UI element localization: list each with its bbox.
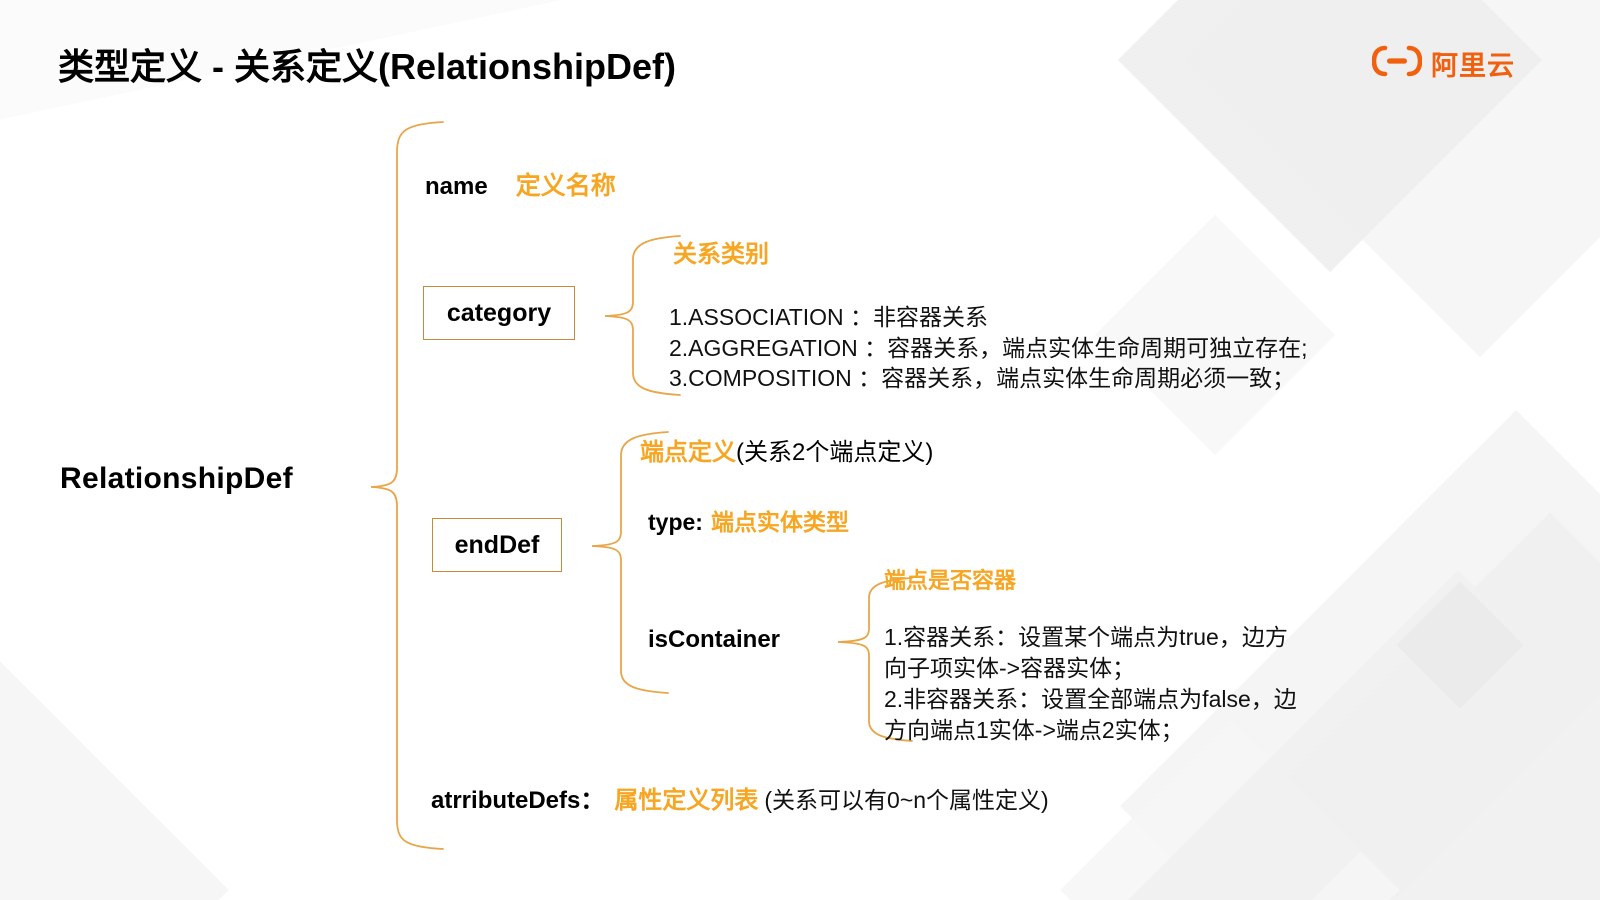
root-node-label: RelationshipDef: [60, 462, 293, 495]
iscontainer-item: 1.容器关系：设置某个端点为true，边方: [884, 624, 1288, 650]
alibaba-cloud-logo: 阿里云: [1371, 44, 1515, 83]
enddef-title-rest: (关系2个端点定义): [736, 439, 934, 466]
field-type-value: 端点实体类型: [710, 509, 849, 535]
field-category-box: category: [423, 286, 575, 340]
enddef-title-highlight: 端点定义: [640, 439, 736, 466]
field-enddef-box: endDef: [432, 518, 562, 572]
field-attributedefs-row: atrributeDefs： 属性定义列表(关系可以有0~n个属性定义): [431, 780, 1049, 815]
iscontainer-item: 2.非容器关系：设置全部端点为false，边: [884, 686, 1297, 713]
alibaba-cloud-bracket-icon: [1371, 45, 1423, 82]
iscontainer-item: 方向端点1实体->端点2实体；: [884, 717, 1184, 744]
category-title: 关系类别: [673, 241, 769, 268]
iscontainer-title: 端点是否容器: [884, 568, 1017, 593]
iscontainer-item-list: 1.容器关系：设置某个端点为true，边方 向子项实体->容器实体； 2.非容器…: [884, 622, 1384, 746]
enddef-title: 端点定义(关系2个端点定义): [640, 432, 933, 467]
field-type-key: type:: [648, 509, 703, 535]
field-attributedefs-key: atrributeDefs：: [431, 787, 605, 814]
field-name-key: name: [425, 173, 488, 200]
category-item: 2.AGGREGATION ：容器关系，端点实体生命周期可独立存在;: [669, 334, 1308, 361]
field-name-row: name 定义名称: [425, 166, 616, 202]
iscontainer-item: 向子项实体->容器实体；: [884, 655, 1136, 682]
field-attributedefs-value: 属性定义列表: [614, 787, 759, 814]
field-iscontainer-key: isContainer: [648, 626, 781, 653]
category-item: 3.COMPOSITION ：容器关系，端点实体生命周期必须一致；: [669, 365, 1296, 392]
field-name-value: 定义名称: [515, 172, 616, 200]
brand-name: 阿里云: [1431, 51, 1515, 81]
category-item-list: 1.ASSOCIATION ：非容器关系 2.AGGREGATION ：容器关系…: [669, 302, 1308, 394]
category-item: 1.ASSOCIATION ：非容器关系: [669, 304, 989, 330]
page-title: 类型定义 - 关系定义(RelationshipDef): [58, 46, 676, 87]
field-attributedefs-note: (关系可以有0~n个属性定义): [764, 787, 1049, 813]
field-type-row: type: 端点实体类型: [648, 503, 849, 537]
